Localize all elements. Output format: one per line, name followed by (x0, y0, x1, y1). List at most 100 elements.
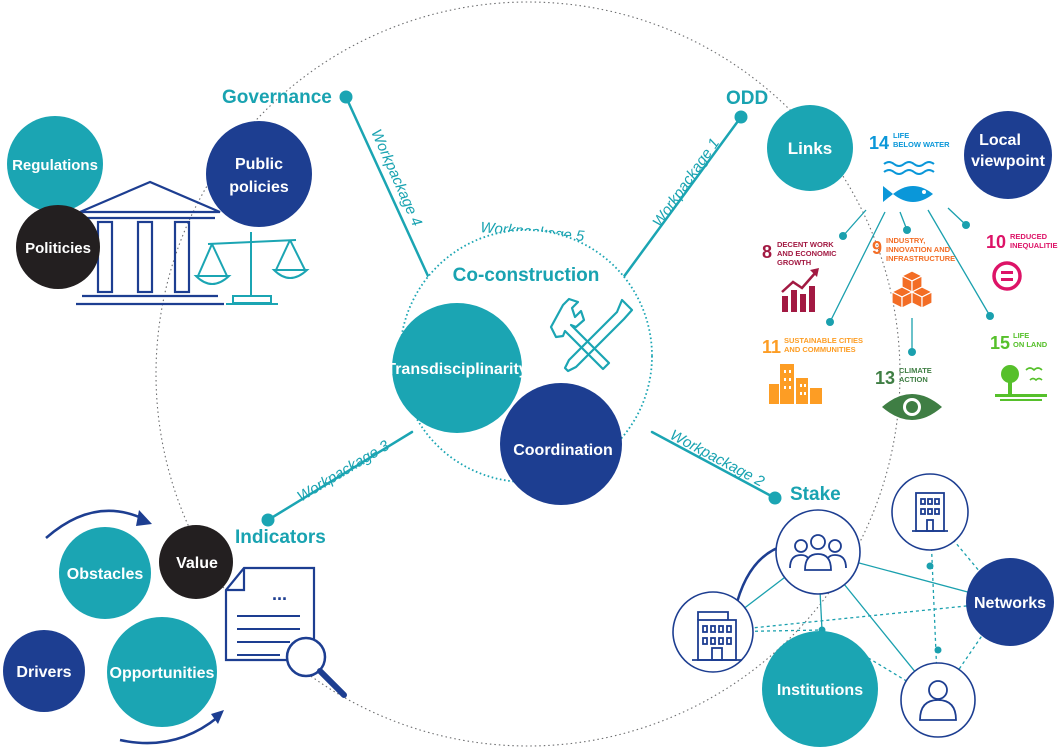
balance-scale-icon (193, 232, 310, 305)
links-label: Links (788, 139, 832, 158)
tree-birds-icon (995, 365, 1047, 401)
governance-branch-line (344, 95, 430, 278)
sdg11-number: 11 (762, 337, 781, 357)
networks-label: Networks (974, 595, 1046, 612)
sdg13-number: 13 (875, 368, 895, 388)
institutions-label: Institutions (777, 682, 863, 699)
regulations-label: Regulations (12, 157, 98, 174)
document-ellipsis: ... (272, 584, 287, 604)
growth-chart-icon (781, 268, 819, 312)
stake-branch-line (650, 430, 777, 500)
sdg11-label-line1: SUSTAINABLE CITIES (784, 336, 863, 345)
odd-branch-line (615, 115, 743, 288)
local-viewpoint-label-line1: Local (979, 132, 1021, 149)
city-buildings-icon (769, 364, 822, 404)
sdg10-label-line2: INEQUALITIES (1010, 241, 1058, 250)
cubes-icon (890, 270, 934, 309)
indicators-endpoint-dot (261, 513, 275, 527)
sdg9-label-line2: INNOVATION AND (886, 245, 951, 254)
coordination-label: Coordination (513, 442, 613, 459)
sdg-9-industry-innovation: 9 INDUSTRY, INNOVATION AND INFRASTRUCTUR… (872, 236, 955, 309)
sdg-connector-dots (826, 221, 994, 356)
stake-endpoint-dot (768, 491, 782, 505)
coordination-circle (500, 383, 622, 505)
odd-title: ODD (726, 88, 768, 109)
public-policies-circle (206, 121, 312, 227)
person-icon (900, 662, 976, 738)
sdg-14-life-below-water: 14 LIFE BELOW WATER (869, 131, 950, 202)
drivers-label: Drivers (16, 664, 71, 681)
odd-endpoint-dot (734, 110, 748, 124)
sdg9-label-line1: INDUSTRY, (886, 236, 925, 245)
tools-icon (549, 297, 634, 373)
governance-endpoint-dot (339, 90, 353, 104)
workpackage-4-label: Workpackage 4 (367, 127, 425, 229)
opportunities-circle (107, 617, 217, 727)
sdg-11-sustainable-cities: 11 SUSTAINABLE CITIES AND COMMUNITIES (762, 336, 863, 404)
indicators-title: Indicators (235, 527, 326, 548)
sdg13-label-line2: ACTION (899, 375, 928, 384)
regulations-circle (7, 116, 103, 212)
sdg15-label-line1: LIFE (1013, 331, 1029, 340)
bottom-curved-arrowhead (211, 710, 224, 724)
workpackage-1-label: Workpackage 1 (649, 135, 723, 230)
sdg9-label-line3: INFRASTRUCTURE (886, 254, 955, 263)
sdg8-label-line2: AND ECONOMIC (777, 249, 837, 258)
sdg14-label-line2: BELOW WATER (893, 140, 950, 149)
sdg-10-reduced-inequalities: 10 REDUCED INEQUALITIES (986, 232, 1058, 291)
transdisciplinarity-label: Transdisciplinarity (386, 361, 527, 378)
sdg14-number: 14 (869, 133, 889, 153)
transdisciplinarity-circle (392, 303, 522, 433)
links-circle (767, 105, 853, 191)
stake-network-dots (818, 562, 942, 654)
indicators-branch-line (266, 430, 414, 522)
group-icon (775, 509, 861, 595)
sdg-connector-lines (829, 207, 991, 352)
sdg8-number: 8 (762, 242, 772, 262)
top-curved-arrow (45, 509, 147, 539)
sdg15-number: 15 (990, 333, 1010, 353)
building-icon-left (672, 591, 754, 673)
workpackage-2-label: Workpackage 2 (667, 427, 768, 491)
sdg9-number: 9 (872, 238, 882, 258)
institutions-circle (762, 631, 878, 747)
sdg10-label-line1: REDUCED (1010, 232, 1048, 241)
sdg15-label-line2: ON LAND (1013, 340, 1048, 349)
value-label: Value (176, 555, 218, 572)
sdg13-label-line1: CLIMATE (899, 366, 932, 375)
governance-title: Governance (222, 87, 332, 108)
obstacles-label: Obstacles (67, 566, 144, 583)
document-magnifier-icon: ... (224, 566, 347, 698)
networks-circle (966, 558, 1054, 646)
local-viewpoint-label-line2: viewpoint (971, 153, 1045, 170)
value-circle (159, 525, 233, 599)
local-viewpoint-circle (964, 111, 1052, 199)
drivers-circle (3, 630, 85, 712)
sdg-8-decent-work: 8 DECENT WORK AND ECONOMIC GROWTH (762, 240, 837, 312)
sdg-15-life-on-land: 15 LIFE ON LAND (990, 331, 1048, 401)
sdg8-label-line1: DECENT WORK (777, 240, 834, 249)
public-policies-label-line1: Public (235, 156, 283, 173)
top-curved-arrowhead (136, 510, 152, 526)
public-policies-label-line2: policies (229, 179, 289, 196)
politicies-circle (16, 205, 100, 289)
sdg-13-climate-action: 13 CLIMATE ACTION (875, 366, 942, 420)
globe-eye-icon (882, 394, 942, 420)
politicies-label: Politicies (25, 240, 91, 257)
co-construction-title: Co-construction (453, 265, 600, 286)
bottom-curved-arrow (119, 716, 219, 745)
sdg8-label-line3: GROWTH (777, 258, 811, 267)
branch-endpoints (261, 90, 782, 527)
stake-title: Stake (790, 484, 841, 505)
fish-icon (883, 161, 935, 202)
opportunities-label: Opportunities (110, 665, 215, 682)
outer-dotted-circle (155, 1, 901, 747)
sdg10-number: 10 (986, 232, 1006, 252)
equals-circle-icon (992, 261, 1022, 291)
branch-lines (266, 95, 777, 522)
sdg11-label-line2: AND COMMUNITIES (784, 345, 856, 354)
building-icon-top (891, 473, 969, 551)
sdg14-label-line1: LIFE (893, 131, 909, 140)
